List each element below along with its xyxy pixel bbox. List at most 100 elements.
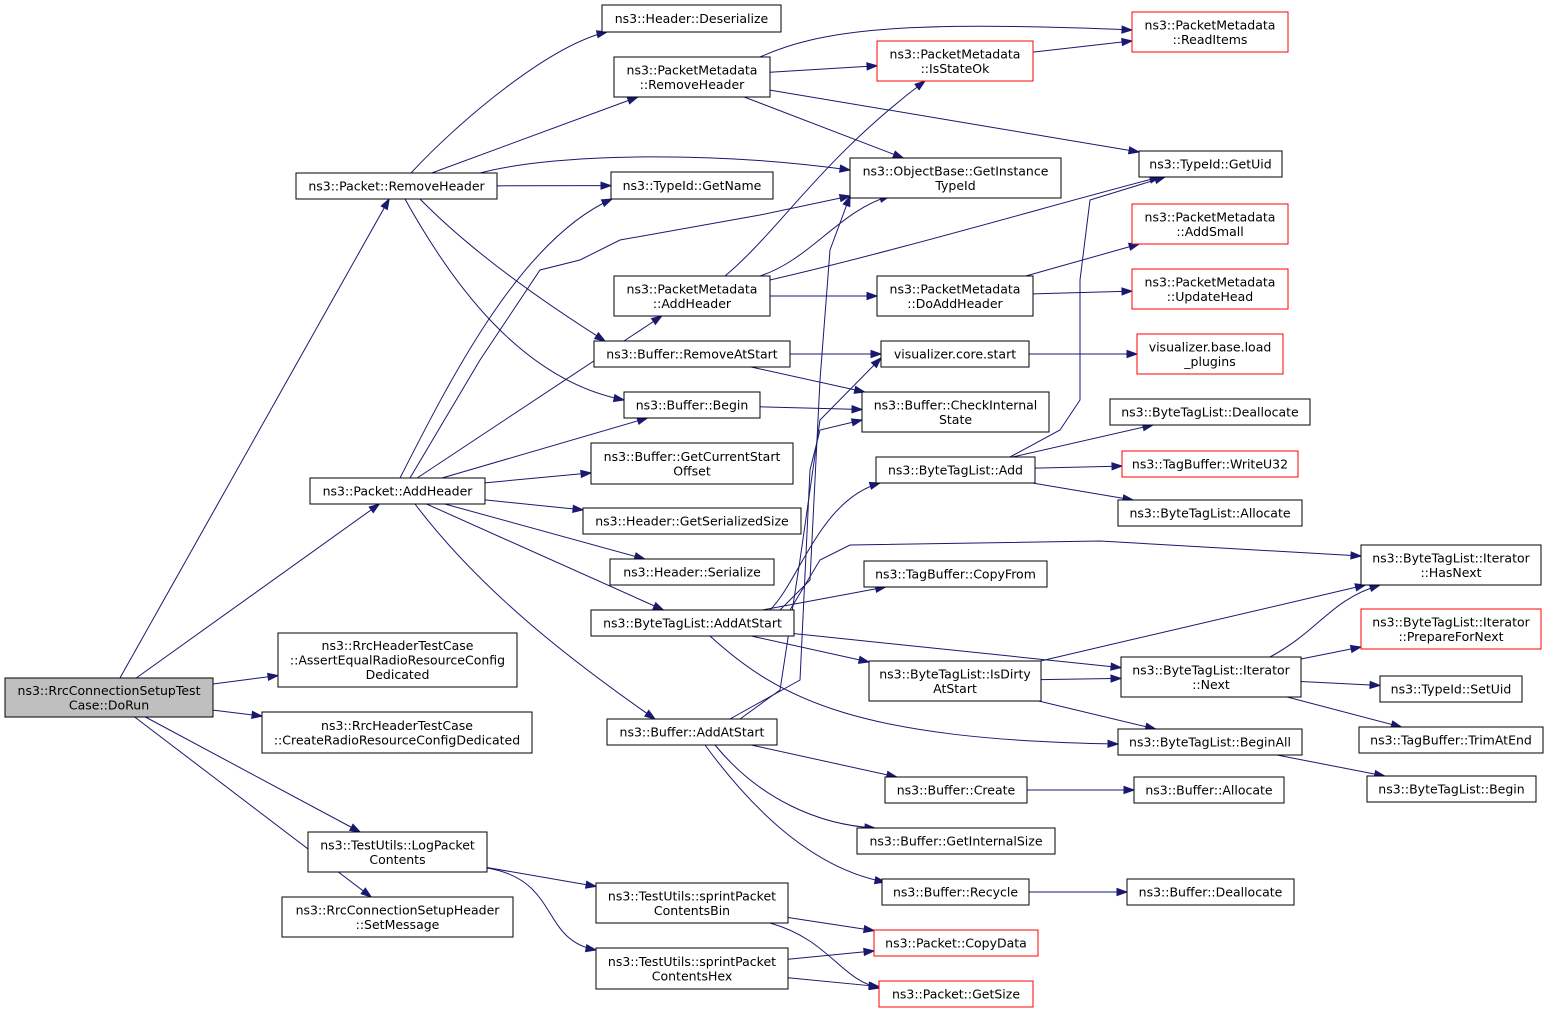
node-btldirty-box <box>868 660 1042 702</box>
node-tbtrim[interactable]: ns3::TagBuffer::TrimAtEnd <box>1358 726 1544 754</box>
node-tbcopyfrom[interactable]: ns3::TagBuffer::CopyFrom <box>863 560 1048 588</box>
node-removeheader[interactable]: ns3::Packet::RemoveHeader <box>295 172 498 200</box>
node-pmaddhdr-box <box>613 275 771 317</box>
node-sprinthex-label-1: ContentsHex <box>652 968 733 983</box>
node-ithasnext-label-1: ::HasNext <box>1420 565 1481 580</box>
node-pktcopy[interactable]: ns3::Packet::CopyData <box>873 929 1039 957</box>
node-doaddhdr[interactable]: ns3::PacketMetadata::DoAddHeader <box>876 275 1034 317</box>
node-bufrecycle[interactable]: ns3::Buffer::Recycle <box>881 878 1030 906</box>
node-hdrdeser[interactable]: ns3::Header::Deserialize <box>601 4 782 33</box>
node-tbcopyfrom-label-0: ns3::TagBuffer::CopyFrom <box>875 567 1036 582</box>
node-btladdstart-label-0: ns3::ByteTagList::AddAtStart <box>603 616 782 631</box>
node-btldealloc[interactable]: ns3::ByteTagList::Deallocate <box>1109 398 1311 426</box>
node-setmessage-box <box>281 896 514 938</box>
node-itnext[interactable]: ns3::ByteTagList::Iterator::Next <box>1120 656 1302 698</box>
node-pktsize[interactable]: ns3::Packet::GetSize <box>878 980 1034 1008</box>
node-bufgetcur-box <box>590 442 794 485</box>
node-bufrecycle-box <box>881 878 1030 906</box>
edge-removeheader-to-pmremovehdr <box>431 96 640 174</box>
edge-pmaddhdr-to-getinst <box>759 194 892 277</box>
node-hdrgetsize[interactable]: ns3::Header::GetSerializedSize <box>582 507 802 535</box>
node-readitems[interactable]: ns3::PacketMetadata::ReadItems <box>1131 11 1289 53</box>
node-getinst-label-0: ns3::ObjectBase::GetInstance <box>863 163 1049 178</box>
node-btladd[interactable]: ns3::ByteTagList::Add <box>875 456 1036 484</box>
node-btlbeginall[interactable]: ns3::ByteTagList::BeginAll <box>1117 728 1303 756</box>
node-pmremovehdr[interactable]: ns3::PacketMetadata::RemoveHeader <box>613 56 771 98</box>
node-sprintbin-label-1: ContentsBin <box>654 903 730 918</box>
node-btlalloc[interactable]: ns3::ByteTagList::Allocate <box>1117 499 1303 527</box>
node-btldirty-label-1: AtStart <box>933 681 977 696</box>
node-pmaddhdr-label-0: ns3::PacketMetadata <box>627 281 758 296</box>
edge-addheader-to-getname <box>399 198 614 479</box>
node-addheader[interactable]: ns3::Packet::AddHeader <box>309 477 486 505</box>
edge-bufaddstart-to-bufcreate <box>751 744 899 779</box>
node-hdrser[interactable]: ns3::Header::Serialize <box>609 558 775 586</box>
node-updatehead[interactable]: ns3::PacketMetadata::UpdateHead <box>1131 268 1289 310</box>
node-bufremove[interactable]: ns3::Buffer::RemoveAtStart <box>593 340 791 368</box>
node-vizload[interactable]: visualizer.base.load_plugins <box>1136 333 1284 375</box>
edge-btlbeginall-to-btlbegin <box>1276 754 1387 779</box>
node-itprep[interactable]: ns3::ByteTagList::Iterator::PrepareForNe… <box>1360 608 1542 650</box>
node-sprintbin-label-0: ns3::TestUtils::sprintPacket <box>608 888 776 903</box>
node-vizload-label-0: visualizer.base.load <box>1149 339 1272 354</box>
node-bufdealloc[interactable]: ns3::Buffer::Deallocate <box>1126 878 1295 906</box>
node-sprinthex-box <box>595 947 789 990</box>
node-bufdealloc-label-0: ns3::Buffer::Deallocate <box>1139 885 1283 900</box>
node-bufgetint[interactable]: ns3::Buffer::GetInternalSize <box>856 827 1056 855</box>
node-addsmall[interactable]: ns3::PacketMetadata::AddSmall <box>1131 203 1289 245</box>
node-itprep-box <box>1360 608 1542 650</box>
node-ithasnext[interactable]: ns3::ByteTagList::Iterator::HasNext <box>1360 544 1542 586</box>
node-bufremove-box <box>593 340 791 368</box>
edges-layer <box>119 25 1403 991</box>
node-getuid[interactable]: ns3::TypeId::GetUid <box>1138 150 1283 178</box>
edge-btladdstart-to-itnext <box>793 633 1123 671</box>
node-createradio[interactable]: ns3::RrcHeaderTestCase::CreateRadioResou… <box>261 711 533 754</box>
node-btldirty-label-0: ns3::ByteTagList::IsDirty <box>879 666 1031 681</box>
edge-bufcreate-to-bufalloc <box>1027 785 1136 795</box>
edge-itnext-to-setuid <box>1300 680 1382 690</box>
edge-addheader-to-bufaddstart <box>414 503 657 720</box>
node-addheader-label-0: ns3::Packet::AddHeader <box>323 484 474 499</box>
node-isstateok[interactable]: ns3::PacketMetadata::IsStateOk <box>876 40 1034 82</box>
edge-addheader-to-getinst <box>409 194 852 479</box>
node-assertequal[interactable]: ns3::RrcHeaderTestCase::AssertEqualRadio… <box>277 632 518 688</box>
node-logpacket-label-0: ns3::TestUtils::LogPacket <box>320 837 475 852</box>
node-setmessage-label-0: ns3::RrcConnectionSetupHeader <box>296 902 501 917</box>
edge-pmremovehdr-to-getuid <box>769 89 1141 155</box>
node-pktsize-label-0: ns3::Packet::GetSize <box>892 987 1020 1002</box>
node-tbwrite-label-0: ns3::TagBuffer::WriteU32 <box>1132 457 1288 472</box>
node-updatehead-box <box>1131 268 1289 310</box>
node-vizstart[interactable]: visualizer.core.start <box>880 340 1030 368</box>
edge-sprinthex-to-pktcopy <box>787 947 876 960</box>
edge-pmaddhdr-to-doaddhdr <box>770 291 879 301</box>
node-addsmall-box <box>1131 203 1289 245</box>
node-isstateok-label-1: ::IsStateOk <box>921 61 991 76</box>
node-itprep-label-0: ns3::ByteTagList::Iterator <box>1372 614 1530 629</box>
node-bufcreate[interactable]: ns3::Buffer::Create <box>884 776 1028 804</box>
node-btlbegin[interactable]: ns3::ByteTagList::Begin <box>1366 775 1537 803</box>
node-setuid-label-0: ns3::TypeId::SetUid <box>1391 682 1512 697</box>
nodes-layer: ns3::RrcConnectionSetupTestCase::DoRunns… <box>4 4 1544 1008</box>
node-bufaddstart[interactable]: ns3::Buffer::AddAtStart <box>606 718 778 746</box>
node-pmaddhdr[interactable]: ns3::PacketMetadata::AddHeader <box>613 275 771 317</box>
node-pmremovehdr-box <box>613 56 771 98</box>
node-bufbegin[interactable]: ns3::Buffer::Begin <box>623 391 761 419</box>
node-tbwrite[interactable]: ns3::TagBuffer::WriteU32 <box>1121 450 1299 478</box>
node-bufalloc[interactable]: ns3::Buffer::Allocate <box>1133 776 1285 804</box>
node-isstateok-box <box>876 40 1034 82</box>
node-setmessage[interactable]: ns3::RrcConnectionSetupHeader::SetMessag… <box>281 896 514 938</box>
node-hdrgetsize-box <box>582 507 802 535</box>
node-setuid[interactable]: ns3::TypeId::SetUid <box>1379 675 1523 703</box>
edge-bufbegin-to-bufcheck <box>759 405 864 414</box>
node-getname[interactable]: ns3::TypeId::GetName <box>610 171 774 200</box>
node-btladdstart[interactable]: ns3::ByteTagList::AddAtStart <box>590 609 795 637</box>
node-vizstart-box <box>880 340 1030 368</box>
